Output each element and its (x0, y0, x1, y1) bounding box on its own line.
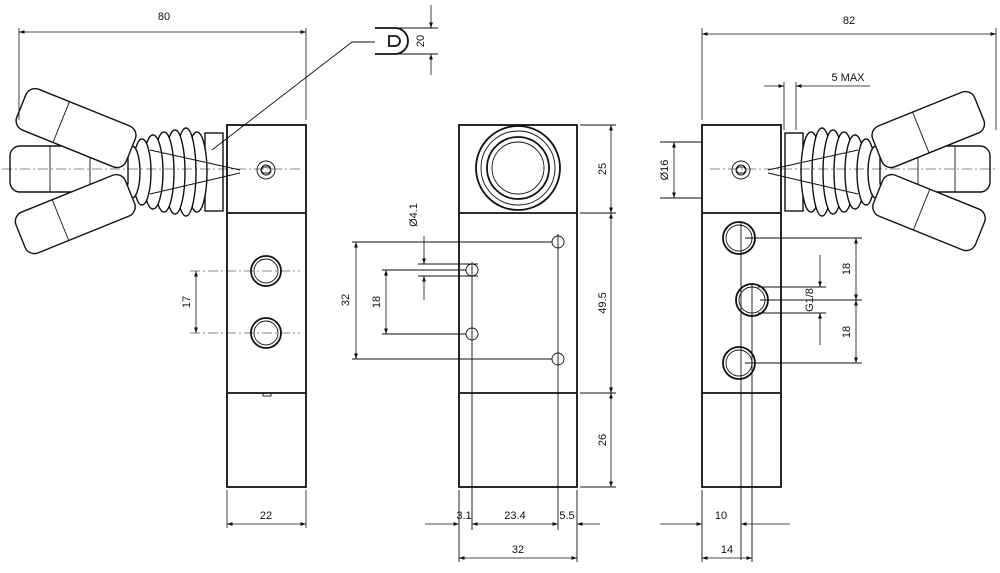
bellows-icon (123, 127, 241, 217)
dim-slot-width: 20 (415, 35, 427, 47)
front-valve-body (458, 124, 578, 488)
dim-hole-spacing-h: 23.4 (504, 510, 525, 522)
slot-detail: 20 (375, 5, 438, 75)
dim-boss-diameter: Ø16 (659, 160, 671, 181)
bellows-icon (767, 127, 885, 217)
dim-left-depth: 22 (260, 510, 272, 522)
port-thread-label: G1/8 (804, 288, 816, 312)
right-valve-body (701, 124, 782, 488)
dim-offset-right: 5.5 (559, 510, 574, 522)
dim-port-spacing-top: 18 (841, 263, 853, 275)
set-screw-icon (256, 160, 276, 180)
dim-port-spacing-bottom: 18 (841, 326, 853, 338)
dim-bottom-height: 26 (597, 434, 609, 446)
dim-left-width: 80 (158, 11, 170, 23)
dim-mid-height: 49.5 (597, 292, 609, 313)
lever-handle-icon (14, 173, 136, 255)
dim-left-spacing: 17 (181, 296, 193, 308)
left-valve-body (226, 124, 307, 488)
set-screw-icon (731, 160, 751, 180)
dim-max-stroke: 5 MAX (831, 72, 865, 84)
lever-handle-icon (15, 87, 137, 169)
dim-top-height: 25 (597, 163, 609, 175)
dim-offset-left: 3.1 (456, 510, 471, 522)
front-view: 32 18 Ø4.1 25 49.5 26 3.1 23.4 5.5 32 (340, 124, 616, 562)
dim-hole-span-inner: 18 (371, 296, 383, 308)
dim-right-depth: 14 (721, 544, 733, 556)
lever-handle-icon (871, 90, 986, 169)
dim-hole-diameter: Ø4.1 (408, 203, 420, 227)
actuator-boss-icon (475, 125, 561, 211)
dim-hole-span-outer: 32 (340, 294, 352, 306)
left-side-view: 80 17 22 (2, 11, 375, 528)
dim-right-width: 82 (843, 15, 855, 27)
dim-front-width: 32 (512, 544, 524, 556)
dim-port-offset: 10 (715, 510, 727, 522)
right-side-view: 82 5 MAX Ø16 18 18 G1/8 10 14 (659, 15, 998, 562)
lever-handle-icon (872, 173, 986, 252)
